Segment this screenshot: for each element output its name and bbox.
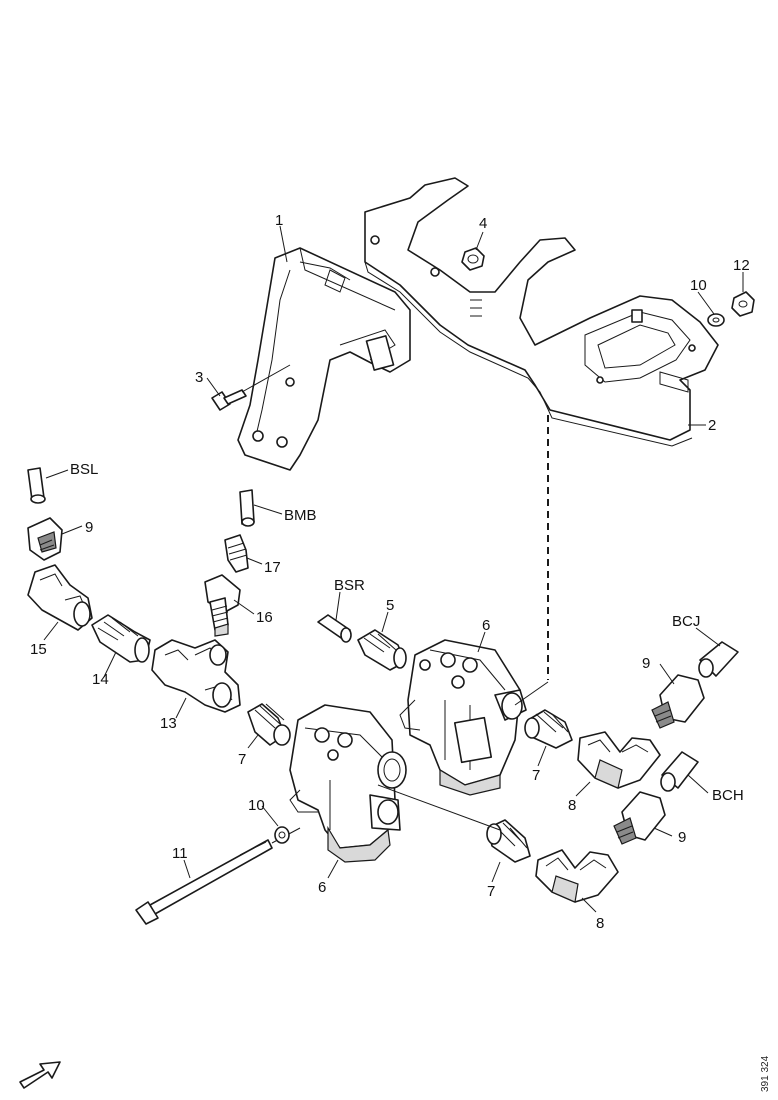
callout-5: 5: [386, 597, 394, 614]
callout-16: 16: [256, 609, 273, 626]
elbow-part-15: [27, 564, 93, 631]
tube-bmb: [239, 489, 255, 527]
connector-part-9-bsl: [27, 517, 63, 561]
callout-9-bcj: 9: [642, 655, 650, 672]
leader-lines: [43, 225, 744, 913]
line-code-bsr: BSR: [334, 577, 365, 594]
callout-1: 1: [275, 212, 283, 229]
callout-14: 14: [92, 671, 109, 688]
tee-fitting-part-13: [151, 639, 241, 713]
callout-7-bottom: 7: [487, 883, 495, 900]
callout-8-upper: 8: [568, 797, 576, 814]
connector-part-17: [224, 534, 249, 573]
bolt-part-11: [135, 827, 301, 925]
fitting-part-14: [91, 614, 151, 663]
tube-bsr: [317, 614, 352, 643]
callout-3: 3: [195, 369, 203, 386]
line-code-bmb: BMB: [284, 507, 317, 524]
callout-15: 15: [30, 641, 47, 658]
callout-13: 13: [160, 715, 177, 732]
nut-part-12: [731, 291, 755, 317]
valve-part-6-left: [289, 704, 407, 863]
callout-9-bsl: 9: [85, 519, 93, 536]
callout-7-right: 7: [532, 767, 540, 784]
valve-part-6-right: [399, 639, 527, 796]
fitting-part-7-bottom: [486, 819, 531, 863]
direction-arrow-icon: [19, 1061, 61, 1089]
callout-11: 11: [172, 845, 188, 862]
washer-part-10-top: [707, 313, 725, 327]
bracket-part-2: [364, 177, 719, 447]
document-id: 391 324: [760, 1055, 771, 1092]
tube-bsl: [27, 467, 46, 504]
nut-part-4: [461, 247, 485, 271]
callout-12: 12: [733, 257, 750, 274]
elbow-part-8-upper: [577, 731, 661, 789]
fitting-part-16: [204, 574, 241, 637]
line-code-bch: BCH: [712, 787, 744, 804]
elbow-part-8-lower: [535, 849, 619, 903]
bracket-part-1: [237, 247, 411, 471]
fitting-part-7-right: [524, 709, 573, 749]
callout-2: 2: [708, 417, 716, 434]
connector-part-9-bcj: [651, 674, 705, 729]
callout-6-left: 6: [318, 879, 326, 896]
connector-part-5: [357, 629, 407, 671]
connector-part-9-bch: [613, 791, 666, 845]
line-code-bcj: BCJ: [672, 613, 700, 630]
callout-10-top: 10: [690, 277, 707, 294]
washer-part-10-lower: [274, 826, 290, 844]
fitting-part-7-left: [247, 703, 291, 746]
tube-bcj: [698, 641, 739, 678]
tube-bch: [660, 751, 699, 792]
callout-4: 4: [479, 215, 487, 232]
callout-8-lower: 8: [596, 915, 604, 932]
callout-7-left: 7: [238, 751, 246, 768]
callout-6-right: 6: [482, 617, 490, 634]
callout-10-lower: 10: [248, 797, 265, 814]
line-code-bsl: BSL: [70, 461, 98, 478]
callout-9-bch: 9: [678, 829, 686, 846]
callout-17: 17: [264, 559, 281, 576]
